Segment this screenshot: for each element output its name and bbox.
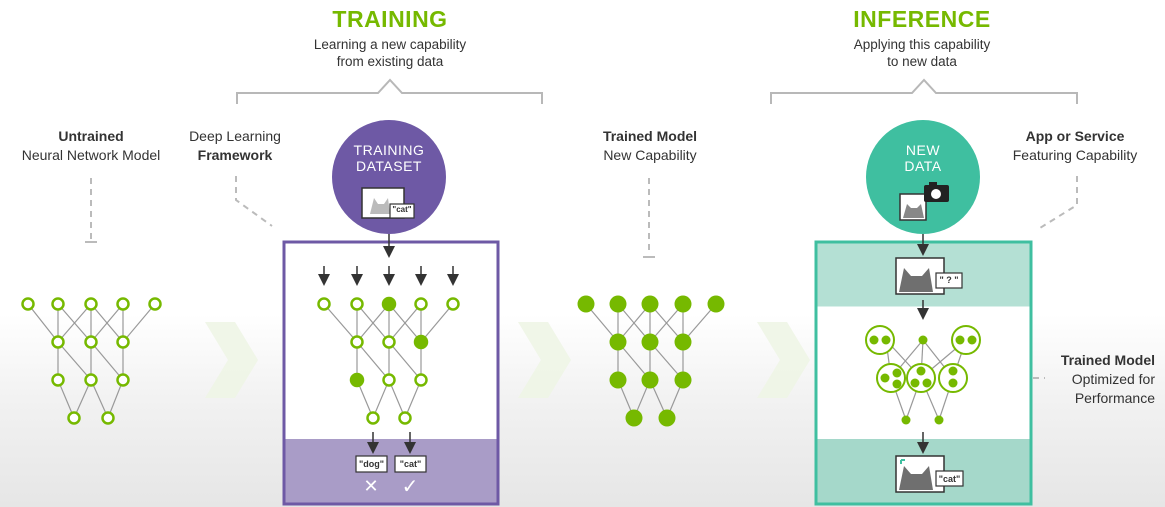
input-cat-tag: "cat" — [392, 205, 412, 214]
app-connector — [1039, 176, 1078, 229]
trained-model-title: Trained Model — [602, 128, 698, 144]
query-cat-photo-icon — [895, 257, 963, 295]
training-title: TRAINING — [332, 6, 448, 32]
optimized-nodes — [865, 325, 981, 425]
training-output-band — [285, 439, 497, 503]
training-dataset-label: TRAINING DATASET — [339, 142, 439, 174]
chevron-arrow-icon-1 — [205, 322, 258, 398]
inference-bracket — [770, 78, 1078, 104]
untrained-label: Untrained Neural Network Model — [0, 127, 182, 165]
optimized-line3: Performance — [1074, 390, 1155, 406]
result-cat-tag: "cat" — [938, 474, 961, 484]
framework-connector — [235, 176, 273, 227]
new-data-line1: NEW — [905, 142, 941, 158]
optimized-title: Trained Model — [1060, 352, 1155, 368]
training-subtitle-line1: Learning a new capability — [313, 37, 467, 52]
inference-subtitle-line2: to new data — [887, 54, 957, 69]
dog-tag-box — [355, 455, 388, 473]
training-subtitle-line2: from existing data — [336, 54, 444, 69]
framework-line1: Deep Learning — [189, 128, 281, 144]
cat-tag-box — [394, 455, 427, 473]
untrained-network — [27, 303, 156, 419]
training-dataset-line1: TRAINING — [353, 142, 425, 158]
untrained-subtitle: Neural Network Model — [21, 147, 161, 163]
query-tag: " ? " — [939, 275, 959, 285]
result-cat-photo-icon — [895, 455, 964, 493]
app-service-subtitle: Featuring Capability — [1012, 147, 1138, 163]
training-dataset-line2: DATASET — [356, 158, 422, 174]
training-nodes — [317, 296, 460, 425]
trained-nodes — [577, 295, 725, 427]
chevron-arrow-icon-2 — [518, 322, 571, 398]
camera-photo-icon — [899, 182, 949, 221]
untrained-nodes — [21, 297, 162, 425]
untrained-title: Untrained — [58, 128, 124, 144]
training-bracket — [236, 78, 543, 104]
optimized-line2: Optimized for — [1071, 371, 1155, 387]
cat-photo-icon — [361, 187, 415, 219]
framework-line2: Framework — [197, 147, 273, 163]
new-data-line2: DATA — [904, 158, 942, 174]
training-input-arrows — [318, 266, 459, 286]
dog-tag: "dog" — [358, 459, 385, 469]
trained-network — [585, 303, 717, 419]
framework-label: Deep Learning Framework — [180, 127, 290, 165]
new-data-label: NEW DATA — [873, 142, 973, 174]
inference-title: INFERENCE — [853, 6, 991, 32]
optimized-model-label: Trained Model Optimized for Performance — [1040, 351, 1155, 408]
chevron-arrow-icon-3 — [757, 322, 810, 398]
right-mark-icon: ✓ — [401, 476, 419, 498]
app-service-title: App or Service — [1025, 128, 1125, 144]
new-data-circle — [866, 120, 980, 234]
trained-model-label: Trained Model New Capability — [575, 127, 725, 165]
wrong-mark-icon: ✕ — [363, 476, 379, 496]
trained-model-subtitle: New Capability — [603, 147, 697, 163]
cat-output-tag: "cat" — [399, 459, 422, 469]
training-dataset-circle — [332, 120, 446, 234]
inference-subtitle-line1: Applying this capability — [853, 37, 991, 52]
app-service-label: App or Service Featuring Capability — [1000, 127, 1150, 165]
